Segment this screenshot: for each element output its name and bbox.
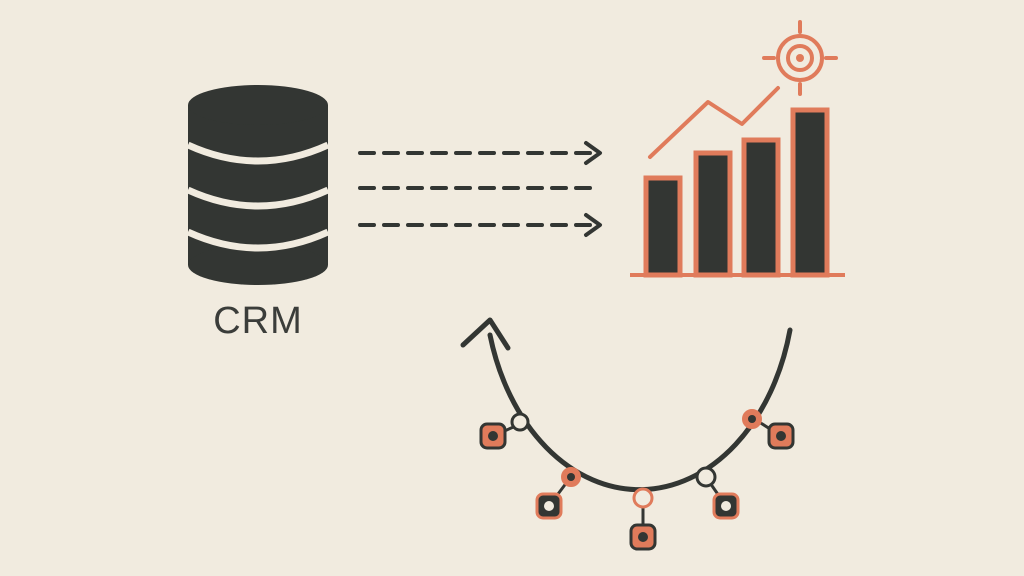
pipeline-node xyxy=(742,409,795,450)
database-cylinder-icon xyxy=(186,85,330,285)
data-flow-arrows xyxy=(358,141,602,237)
circular-arrow-pipeline-icon xyxy=(460,317,795,551)
pipeline-node xyxy=(479,412,530,450)
bar-chart-trend-icon xyxy=(630,86,845,278)
trend-line xyxy=(648,86,780,159)
pipeline-node xyxy=(695,466,740,520)
pipeline-node xyxy=(629,487,657,551)
cycle-arrowhead xyxy=(460,317,511,351)
arrow-bottom xyxy=(358,213,602,237)
target-icon xyxy=(762,20,838,96)
bar-2 xyxy=(693,150,733,278)
database-label: CRM xyxy=(213,300,303,342)
arrow-top xyxy=(358,141,602,165)
pipeline-node xyxy=(535,467,581,520)
bar-4 xyxy=(790,107,830,278)
bar-3 xyxy=(741,137,781,278)
cycle-arc xyxy=(487,327,793,493)
bar-1 xyxy=(643,175,683,278)
